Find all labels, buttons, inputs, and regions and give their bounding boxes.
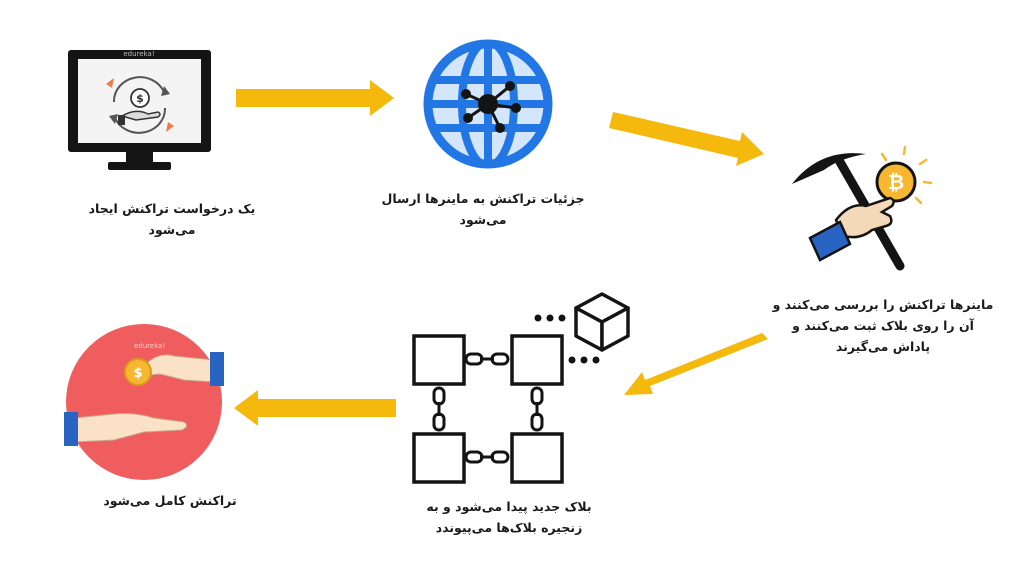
arrow-step4-to-step5 [234, 390, 396, 426]
block-bottom-left [412, 432, 466, 484]
globe-network-icon [423, 39, 553, 169]
coin-dollar-symbol: $ [133, 366, 142, 381]
step5-label: تراکنش کامل می‌شود [103, 493, 237, 508]
dollar-symbol: $ [136, 92, 144, 105]
bitcoin-symbol: ₿ [888, 170, 904, 194]
block-bottom-right [510, 432, 564, 484]
arrow-step1-to-step2 [236, 80, 394, 116]
step4-label: بلاک جدید پیدا می‌شود و به زنجیره بلاک‌ه… [426, 499, 592, 535]
arrow-step2-to-step3 [609, 112, 764, 166]
mining-pickaxe-icon: ₿ [792, 145, 933, 271]
completed-transaction-icon: edureka! $ [64, 324, 224, 480]
step3-label: ماینرها تراکنش را بررسی می‌کنند و آن را … [772, 297, 994, 354]
monitor-icon: edureka! $ [68, 50, 211, 170]
step2-label: جزئیات تراکنش به ماینرها ارسال می‌شود [381, 191, 585, 227]
block-top-right [510, 334, 564, 386]
monitor-watermark: edureka! [123, 50, 154, 58]
step1-label: یک درخواست تراکنش ایجاد می‌شود [88, 201, 256, 237]
blockchain-blocks-icon [412, 292, 630, 484]
block-top-left [412, 334, 466, 386]
arrow-step3-to-step4 [624, 333, 768, 395]
coin-watermark: edureka! [134, 342, 165, 350]
